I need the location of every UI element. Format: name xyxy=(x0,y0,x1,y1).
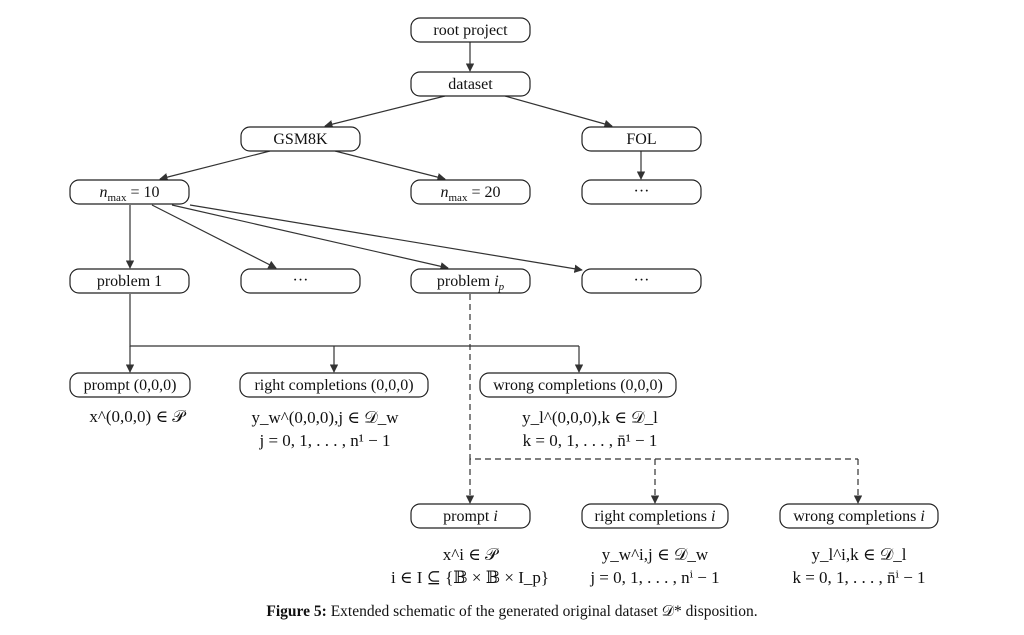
edge-dataset-gsm8k xyxy=(324,95,446,129)
node-label: ··· xyxy=(293,272,309,289)
node-label: ··· xyxy=(634,183,650,200)
formula-wrong-000-line1: y_l^(0,0,0),k ∈ 𝒟_l xyxy=(522,408,658,427)
formula-wrong-i-line1: y_l^i,k ∈ 𝒟_l xyxy=(811,545,906,564)
node-label: FOL xyxy=(626,131,656,148)
node-label: prompt i xyxy=(443,508,498,525)
node-nmax-10: nmax = 10 xyxy=(69,179,190,205)
formula-right-i-line2: j = 0, 1, . . . , nⁱ − 1 xyxy=(589,568,719,587)
formula-right-000-line1: y_w^(0,0,0),j ∈ 𝒟_w xyxy=(252,408,400,427)
node-label: nmax = 20 xyxy=(441,184,501,204)
node-label: GSM8K xyxy=(273,131,328,148)
node-label: ··· xyxy=(634,272,650,289)
node-problem-ip: problem ip xyxy=(410,268,531,294)
node-label: wrong completions i xyxy=(793,508,925,525)
node-label: right completions (0,0,0) xyxy=(254,377,413,394)
formula-prompt-000: x^(0,0,0) ∈ 𝒫 xyxy=(89,407,186,426)
formula-right-000-line2: j = 0, 1, . . . , n¹ − 1 xyxy=(259,431,391,450)
edge-gsm8k-nmax10 xyxy=(159,150,271,182)
edge-nmax10-ellipsis-b xyxy=(189,204,583,273)
node-ellipsis-b: ··· xyxy=(581,268,702,294)
edge-problem1-branch xyxy=(129,294,579,347)
node-label: dataset xyxy=(448,76,493,93)
node-label: problem ip xyxy=(437,273,505,293)
node-fol: FOL xyxy=(581,126,702,152)
node-label: prompt (0,0,0) xyxy=(84,377,177,394)
node-nmax-20: nmax = 20 xyxy=(410,179,531,205)
figure-caption: Figure 5: Extended schematic of the gene… xyxy=(266,603,757,620)
edge-gsm8k-nmax20 xyxy=(334,150,446,182)
formula-wrong-000-line2: k = 0, 1, . . . , n̄¹ − 1 xyxy=(523,431,658,450)
node-gsm8k: GSM8K xyxy=(240,126,361,152)
node-label: root project xyxy=(433,22,508,39)
edge-nmax10-ellipsis-a xyxy=(151,204,277,269)
node-dataset: dataset xyxy=(410,71,531,97)
node-wrong-completions-i: wrong completions i xyxy=(779,503,939,529)
node-prompt-000: prompt (0,0,0) xyxy=(69,372,191,398)
node-label: nmax = 10 xyxy=(100,184,160,204)
formula-wrong-i-line2: k = 0, 1, . . . , n̄ⁱ − 1 xyxy=(792,568,925,587)
node-right-completions-000: right completions (0,0,0) xyxy=(239,372,429,398)
node-label: problem 1 xyxy=(97,273,162,290)
node-label: right completions i xyxy=(595,508,716,525)
node-fol-ellipsis: ··· xyxy=(581,179,702,205)
node-right-completions-i: right completions i xyxy=(581,503,729,529)
node-ellipsis-a: ··· xyxy=(240,268,361,294)
edge-dataset-fol xyxy=(504,95,613,129)
formula-prompt-i-line2: i ∈ I ⊆ {𝔹 × 𝔹 × I_p} xyxy=(391,568,549,587)
node-root-project: root project xyxy=(410,17,531,43)
node-problem-1: problem 1 xyxy=(69,268,190,294)
formula-prompt-i-line1: x^i ∈ 𝒫 xyxy=(443,545,499,564)
edge-nmax10-problem-ip xyxy=(171,204,449,271)
node-prompt-i: prompt i xyxy=(410,503,531,529)
formula-right-i-line1: y_w^i,j ∈ 𝒟_w xyxy=(602,545,709,564)
node-label: wrong completions (0,0,0) xyxy=(493,377,663,394)
node-wrong-completions-000: wrong completions (0,0,0) xyxy=(479,372,677,398)
